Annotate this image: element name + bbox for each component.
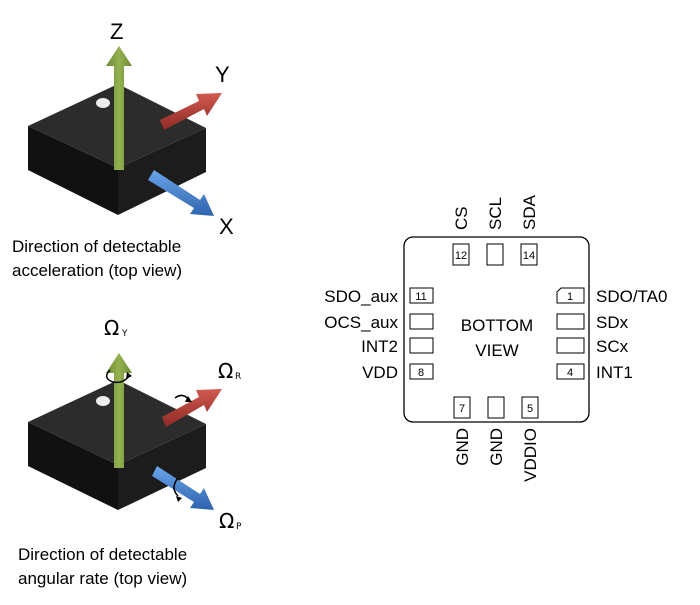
gyro-caption-line2: angular rate (top view) [18,569,187,588]
left-pads: 11 8 [409,287,434,380]
package-outline [403,236,590,423]
pad-top-12 [452,243,470,266]
pin-label-scx: SCx [596,337,629,356]
x-axis-arrow-icon [148,170,214,216]
pad-right-3 [556,337,585,354]
package-center-line1: BOTTOM [461,316,533,335]
pad-bottom-7 [453,396,471,419]
gyro-figure: Ω Y Ω R Ω P Direction of detectable angu… [18,316,242,588]
pin-label-vddio: VDDIO [521,428,540,482]
pin-label-sdx: SDx [596,313,629,332]
pin-label-sdo-ta0: SDO/TA0 [596,287,667,306]
pin-label-vdd: VDD [362,363,398,382]
pad-right-4 [556,363,585,380]
x-axis-label: X [219,214,234,239]
pin1-dot-icon [96,98,110,108]
package-pinout: BOTTOM VIEW 12 14 7 5 11 8 [324,194,667,481]
pin-label-ocs-aux: OCS_aux [324,313,398,332]
omega-y-label: Ω [104,316,119,340]
accel-chip-side-left [28,126,118,215]
omega-r-subscript: R [235,372,241,382]
omega-p-subscript: P [236,522,242,532]
pin-number-14: 14 [523,250,535,262]
pad-top-14 [520,243,538,266]
pad-right-1 [556,287,585,304]
pin-number-12: 12 [455,250,467,262]
pad-left-10 [409,313,434,330]
pin-label-scl: SCL [486,197,505,230]
pin-number-4: 4 [567,367,573,379]
omega-r-label: Ω [218,359,233,383]
pin-label-gnd-2: GND [487,428,506,466]
pitch-axis-arrow-icon [152,466,214,510]
right-pads: 1 4 [556,287,585,380]
y-axis-arrow-icon [160,93,222,130]
bottom-pads: 7 5 [453,396,539,419]
pin-number-11: 11 [415,291,426,303]
pin-label-int2: INT2 [361,337,398,356]
z-axis-label: Z [110,19,123,44]
pad-bottom-5 [521,396,539,419]
accel-caption-line1: Direction of detectable [12,237,181,256]
pin-number-7: 7 [459,403,465,415]
accel-chip-side-right [118,128,206,215]
z-axis-arrow-icon [106,46,132,170]
accel-figure: Z Y X Direction of detectable accelerati… [12,19,234,280]
yaw-axis-arrow-icon [105,353,132,468]
pin1-dot-icon [96,396,110,406]
roll-axis-arrow-icon [162,389,222,427]
pad-left-8 [409,363,434,380]
gyro-chip-side-left [28,422,118,510]
pin-label-cs: CS [452,206,471,230]
top-pads: 12 14 [452,243,538,266]
package-center-line2: VIEW [475,341,518,360]
pad-left-11 [409,287,434,304]
omega-y-subscript: Y [121,329,128,339]
pin-number-8: 8 [418,367,424,379]
accel-caption-line2: acceleration (top view) [12,261,182,280]
pad-right-2 [556,313,585,330]
pin-number-1: 1 [567,291,573,303]
pin-label-sdo-aux: SDO_aux [324,287,398,306]
pin-label-sda: SDA [520,194,539,230]
pin-number-5: 5 [527,403,533,415]
pin-label-gnd-1: GND [453,428,472,466]
gyro-chip-side-right [118,424,206,510]
pad-bottom-6 [487,396,505,419]
omega-p-label: Ω [219,509,234,533]
gyro-caption-line1: Direction of detectable [18,545,187,564]
pin-label-int1: INT1 [596,363,633,382]
pad-top-13 [486,243,504,266]
pad-left-9 [409,337,434,354]
y-axis-label: Y [215,62,230,87]
